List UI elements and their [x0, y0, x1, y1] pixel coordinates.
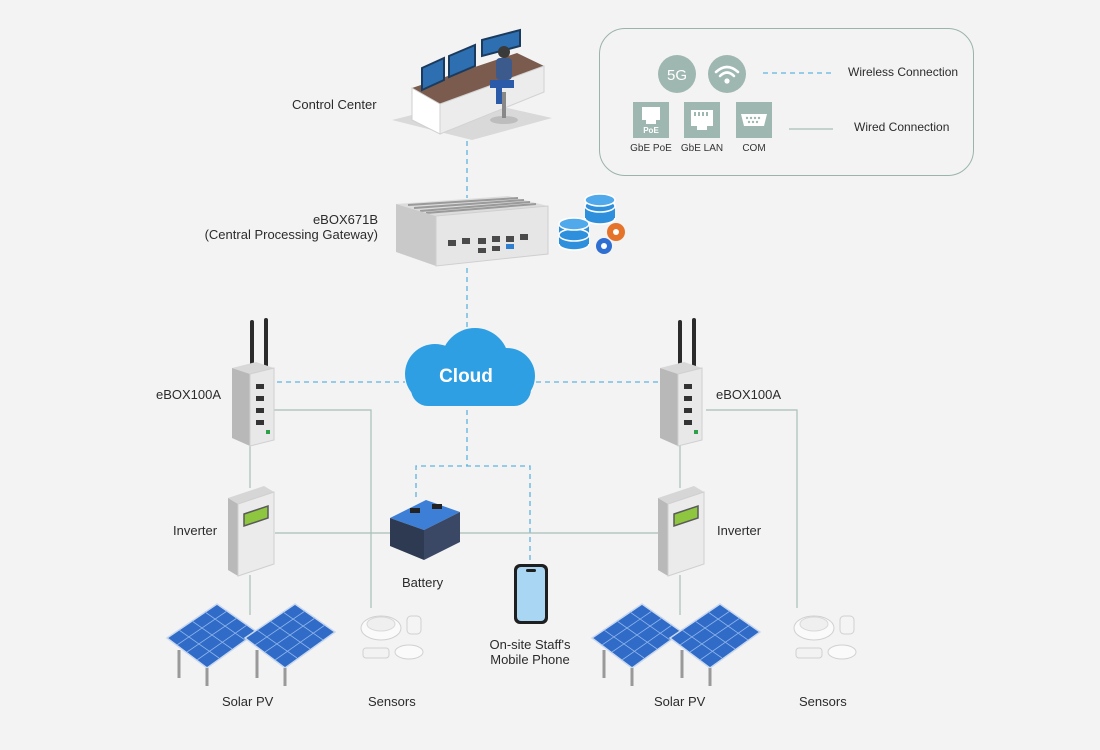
- cloud-icon: [405, 328, 535, 406]
- wifi-icon: [708, 55, 746, 93]
- sensors-left-icon: [360, 615, 424, 660]
- battery-label: Battery: [402, 575, 444, 590]
- wired-legend-line: [789, 128, 833, 130]
- phone-label-line2: Mobile Phone: [490, 652, 570, 667]
- gbe-poe-label: GbE PoE: [630, 143, 672, 154]
- solar-pv-left-icon: [165, 603, 337, 686]
- wired-connection-label: Wired Connection: [854, 120, 950, 134]
- gateway-desc-label: (Central Processing Gateway): [204, 227, 378, 242]
- lan-port-icon: [684, 102, 720, 138]
- wired-line-left-ebox-sensors: [272, 409, 372, 608]
- com-label: COM: [742, 143, 766, 154]
- inverter-left-label: Inverter: [173, 523, 218, 538]
- poe-port-icon: PoE: [633, 102, 669, 138]
- wireless-legend-line: [763, 72, 831, 74]
- 5g-text: 5G: [667, 67, 687, 84]
- sensors-left-label: Sensors: [368, 694, 416, 709]
- legend-box: 5G Wireless Connection PoE GbE PoE GbE L…: [599, 28, 974, 176]
- solar-pv-right-icon: [590, 603, 762, 686]
- sensors-right-icon: [793, 615, 857, 660]
- gbe-lan-label: GbE LAN: [680, 143, 724, 154]
- ebox-left-label: eBOX100A: [156, 387, 222, 402]
- com-port-icon: [736, 102, 772, 138]
- gateway-device-icon: [396, 196, 549, 267]
- control-center-icon: [392, 28, 552, 140]
- wired-line-right-ebox-sensors: [706, 409, 798, 608]
- ebox100a-right-icon: [660, 318, 703, 447]
- cloud-label: Cloud: [439, 366, 493, 387]
- 5g-icon: 5G: [658, 55, 696, 93]
- inverter-right-label: Inverter: [717, 523, 762, 538]
- gateway-name-label: eBOX671B: [312, 212, 378, 227]
- solar-left-label: Solar PV: [222, 694, 274, 709]
- mobile-phone-icon: [514, 564, 548, 624]
- inverter-right-icon: [658, 486, 705, 577]
- inverter-left-icon: [228, 486, 275, 577]
- solar-right-label: Solar PV: [654, 694, 706, 709]
- ebox-right-label: eBOX100A: [716, 387, 782, 402]
- ebox100a-left-icon: [232, 318, 275, 447]
- sensors-right-label: Sensors: [799, 694, 847, 709]
- phone-label-line1: On-site Staff's: [489, 637, 571, 652]
- control-center-label: Control Center: [292, 97, 377, 112]
- wireless-connection-label: Wireless Connection: [848, 65, 959, 79]
- battery-icon: [390, 500, 460, 560]
- database-icon: [558, 193, 625, 254]
- poe-badge-text: PoE: [643, 126, 659, 135]
